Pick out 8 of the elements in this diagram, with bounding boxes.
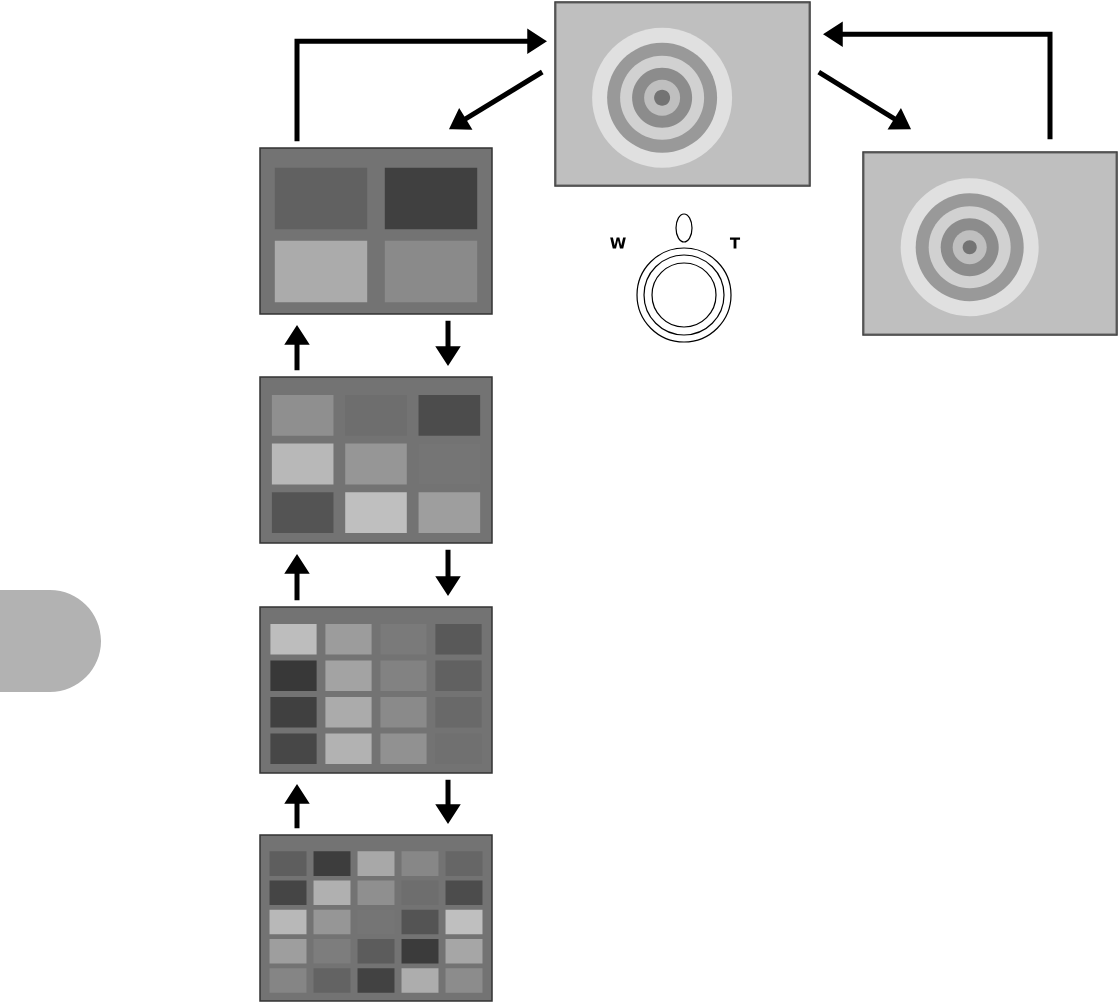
lever-label: W: [610, 237, 626, 249]
screen-picture: [259, 147, 493, 315]
screen-picture: [862, 151, 1118, 336]
screen-picture: [259, 834, 493, 1002]
screen-picture: [554, 1, 811, 187]
screen-picture: [259, 606, 493, 774]
screen-picture: [259, 376, 493, 544]
lever-label: T: [729, 237, 741, 249]
